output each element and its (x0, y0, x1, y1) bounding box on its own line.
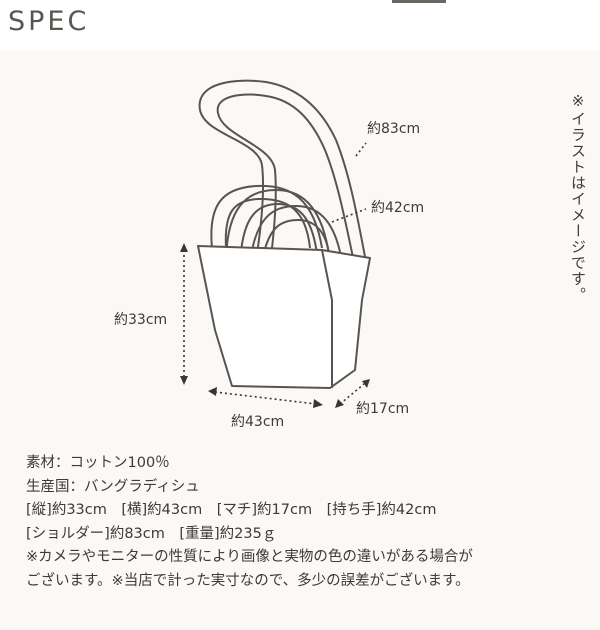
spec-material: 素材：コットン100％ (26, 455, 170, 471)
label-shoulder: 約83cm (367, 121, 420, 137)
bag-size-diagram: 約83cm 約42cm 約33cm 約43cm 約17cm (114, 79, 424, 430)
spec-origin: 生産国：バングラディシュ (26, 478, 200, 495)
spec-list: 素材：コットン100％ 生産国：バングラディシュ [縦]約33cm [横]約43… (26, 452, 596, 593)
spec-disclaimer-cont: ございます。※当店で計った実寸なので、多少の誤差がございます。 (26, 572, 470, 589)
page-title: SPEC (8, 6, 90, 37)
illustration-note: ※イラストはイメージです。 (569, 92, 587, 303)
back-handle (210, 184, 323, 249)
label-height: 約33cm (114, 312, 167, 328)
spec-dimensions: [縦]約33cm [横]約43cm [マチ]約17cm [持ち手]約42cm (26, 502, 437, 518)
spec-disclaimer: ※カメラやモニターの性質により画像と実物の色の違いがある場合が (26, 549, 473, 565)
label-handle: 約42cm (371, 200, 424, 216)
header-divider (392, 0, 446, 3)
label-gusset: 約17cm (356, 401, 409, 417)
label-width: 約43cm (231, 414, 284, 430)
front-handle (225, 188, 331, 266)
spec-shoulder-weight: [ショルダー]約83cm [重量]約235ｇ (26, 525, 277, 542)
header-bar: SPEC (0, 0, 600, 44)
bag-body (197, 245, 371, 389)
